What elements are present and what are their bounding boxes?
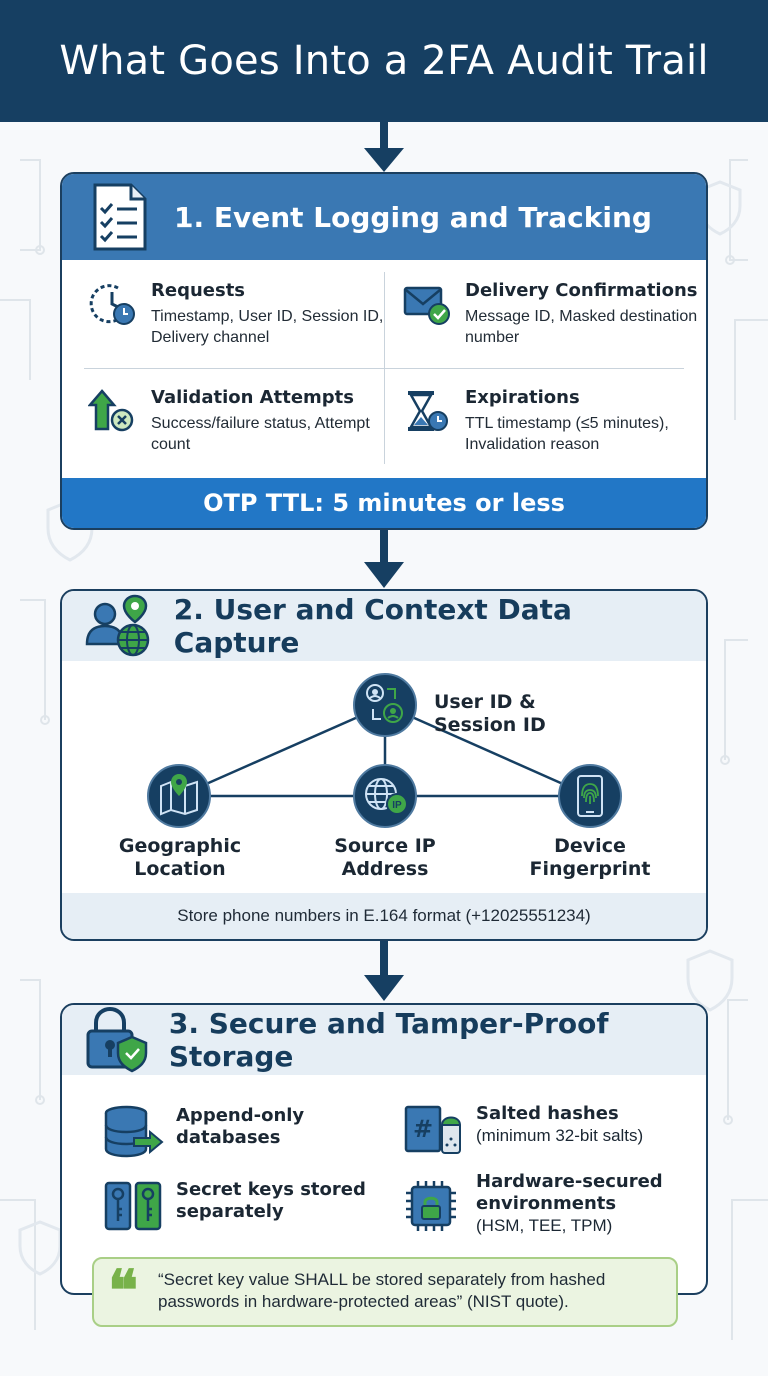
hash-glyph: #	[413, 1115, 433, 1143]
source-ip-label: Source IP Address	[307, 835, 463, 881]
arrow-up-x-icon	[88, 389, 134, 432]
geo-location-node	[147, 764, 211, 828]
page-header: What Goes Into a 2FA Audit Trail	[0, 0, 768, 122]
band-text: OTP TTL: 5 minutes or less	[203, 489, 565, 517]
label-line: Source IP	[334, 835, 436, 857]
item-desc: Success/failure status, Attempt count	[151, 415, 370, 453]
page-title: What Goes Into a 2FA Audit Trail	[59, 38, 709, 84]
section-title: 1. Event Logging and Tracking	[174, 200, 652, 234]
hash-salt-icon: #	[404, 1105, 462, 1154]
title-line: Secret keys stored	[176, 1179, 366, 1200]
section-title: 2. User and Context Data Capture	[173, 593, 572, 659]
keys-icon	[104, 1181, 162, 1231]
label-line: Geographic	[118, 835, 242, 857]
down-arrow-3	[364, 941, 404, 1001]
ip-badge-text: IP	[392, 800, 402, 811]
item-title: Salted hashes (minimum 32-bit salts)	[476, 1103, 696, 1147]
geo-location-label: Geographic Location	[102, 835, 258, 881]
device-fingerprint-node	[558, 764, 622, 828]
phone-fingerprint-icon	[577, 775, 603, 817]
context-network: User ID & Session ID Geographic Location	[62, 661, 706, 891]
item-desc: Timestamp, User ID, Session ID, Delivery…	[151, 308, 384, 346]
quote-mark-icon: ❝	[108, 1258, 139, 1324]
user-globe-pin-icon	[85, 594, 150, 657]
item-title: Hardware-secured environments (HSM, TEE,…	[476, 1171, 696, 1237]
clock-icon	[89, 284, 135, 325]
down-arrow-1	[364, 122, 404, 172]
label-line: Device	[554, 835, 626, 857]
chip-lock-icon	[406, 1181, 456, 1231]
database-arrow-icon	[104, 1105, 164, 1158]
item-title: Expirations	[465, 387, 580, 408]
section-header: 2. User and Context Data Capture	[62, 591, 706, 661]
divider	[84, 368, 684, 369]
section-secure-storage: 3. Secure and Tamper-Proof Storage Appen…	[60, 1003, 708, 1295]
device-fingerprint-label: Device Fingerprint	[512, 835, 668, 881]
section-event-logging: 1. Event Logging and Tracking Requests T…	[60, 172, 708, 530]
down-arrow-2	[364, 530, 404, 588]
title-line: environments	[476, 1193, 617, 1214]
section-title: 3. Secure and Tamper-Proof Storage	[168, 1007, 609, 1073]
checklist-document-icon	[93, 183, 147, 251]
phone-format-note: Store phone numbers in E.164 format (+12…	[62, 893, 706, 939]
user-session-node	[353, 673, 417, 737]
item-title: Secret keys stored separately	[176, 1179, 396, 1223]
envelope-check-icon	[403, 286, 450, 325]
title-line: separately	[176, 1201, 284, 1222]
label-line: User ID &	[434, 691, 536, 713]
title-line: databases	[176, 1127, 281, 1148]
label-line: Address	[341, 858, 429, 880]
section-context-capture: 2. User and Context Data Capture User ID…	[60, 589, 708, 941]
user-session-label: User ID & Session ID	[434, 691, 546, 737]
item-title: Delivery Confirmations	[465, 280, 698, 301]
padlock-shield-icon	[86, 1007, 148, 1073]
item-desc: TTL timestamp (≤5 minutes), Invalidation…	[465, 415, 669, 453]
label-line: Session ID	[434, 714, 546, 736]
title-line: Hardware-secured	[476, 1171, 663, 1192]
item-title: Requests	[151, 280, 246, 301]
globe-ip-icon: IP	[365, 778, 408, 815]
hourglass-icon	[408, 391, 448, 431]
item-sub: (HSM, TEE, TPM)	[476, 1216, 613, 1235]
label-line: Location	[134, 858, 226, 880]
otp-ttl-band: OTP TTL: 5 minutes or less	[62, 478, 706, 528]
item-desc: Message ID, Masked destination number	[465, 308, 698, 346]
note-text: Store phone numbers in E.164 format (+12…	[177, 906, 591, 925]
map-pin-icon	[160, 774, 198, 816]
source-ip-node: IP	[353, 764, 417, 828]
nist-quote-box: ❝ “Secret key value SHALL be stored sepa…	[92, 1257, 678, 1327]
quote-text: “Secret key value SHALL be stored separa…	[158, 1270, 606, 1311]
users-sync-icon	[366, 684, 403, 723]
title-line: Append-only	[176, 1105, 305, 1126]
label-line: Fingerprint	[529, 858, 651, 880]
item-title: Append-only databases	[176, 1105, 396, 1149]
item-title: Validation Attempts	[151, 387, 354, 408]
item-sub: (minimum 32-bit salts)	[476, 1126, 644, 1145]
section-header: 3. Secure and Tamper-Proof Storage	[62, 1005, 706, 1075]
title-line: Salted hashes	[476, 1103, 619, 1124]
section-header: 1. Event Logging and Tracking	[62, 174, 706, 260]
